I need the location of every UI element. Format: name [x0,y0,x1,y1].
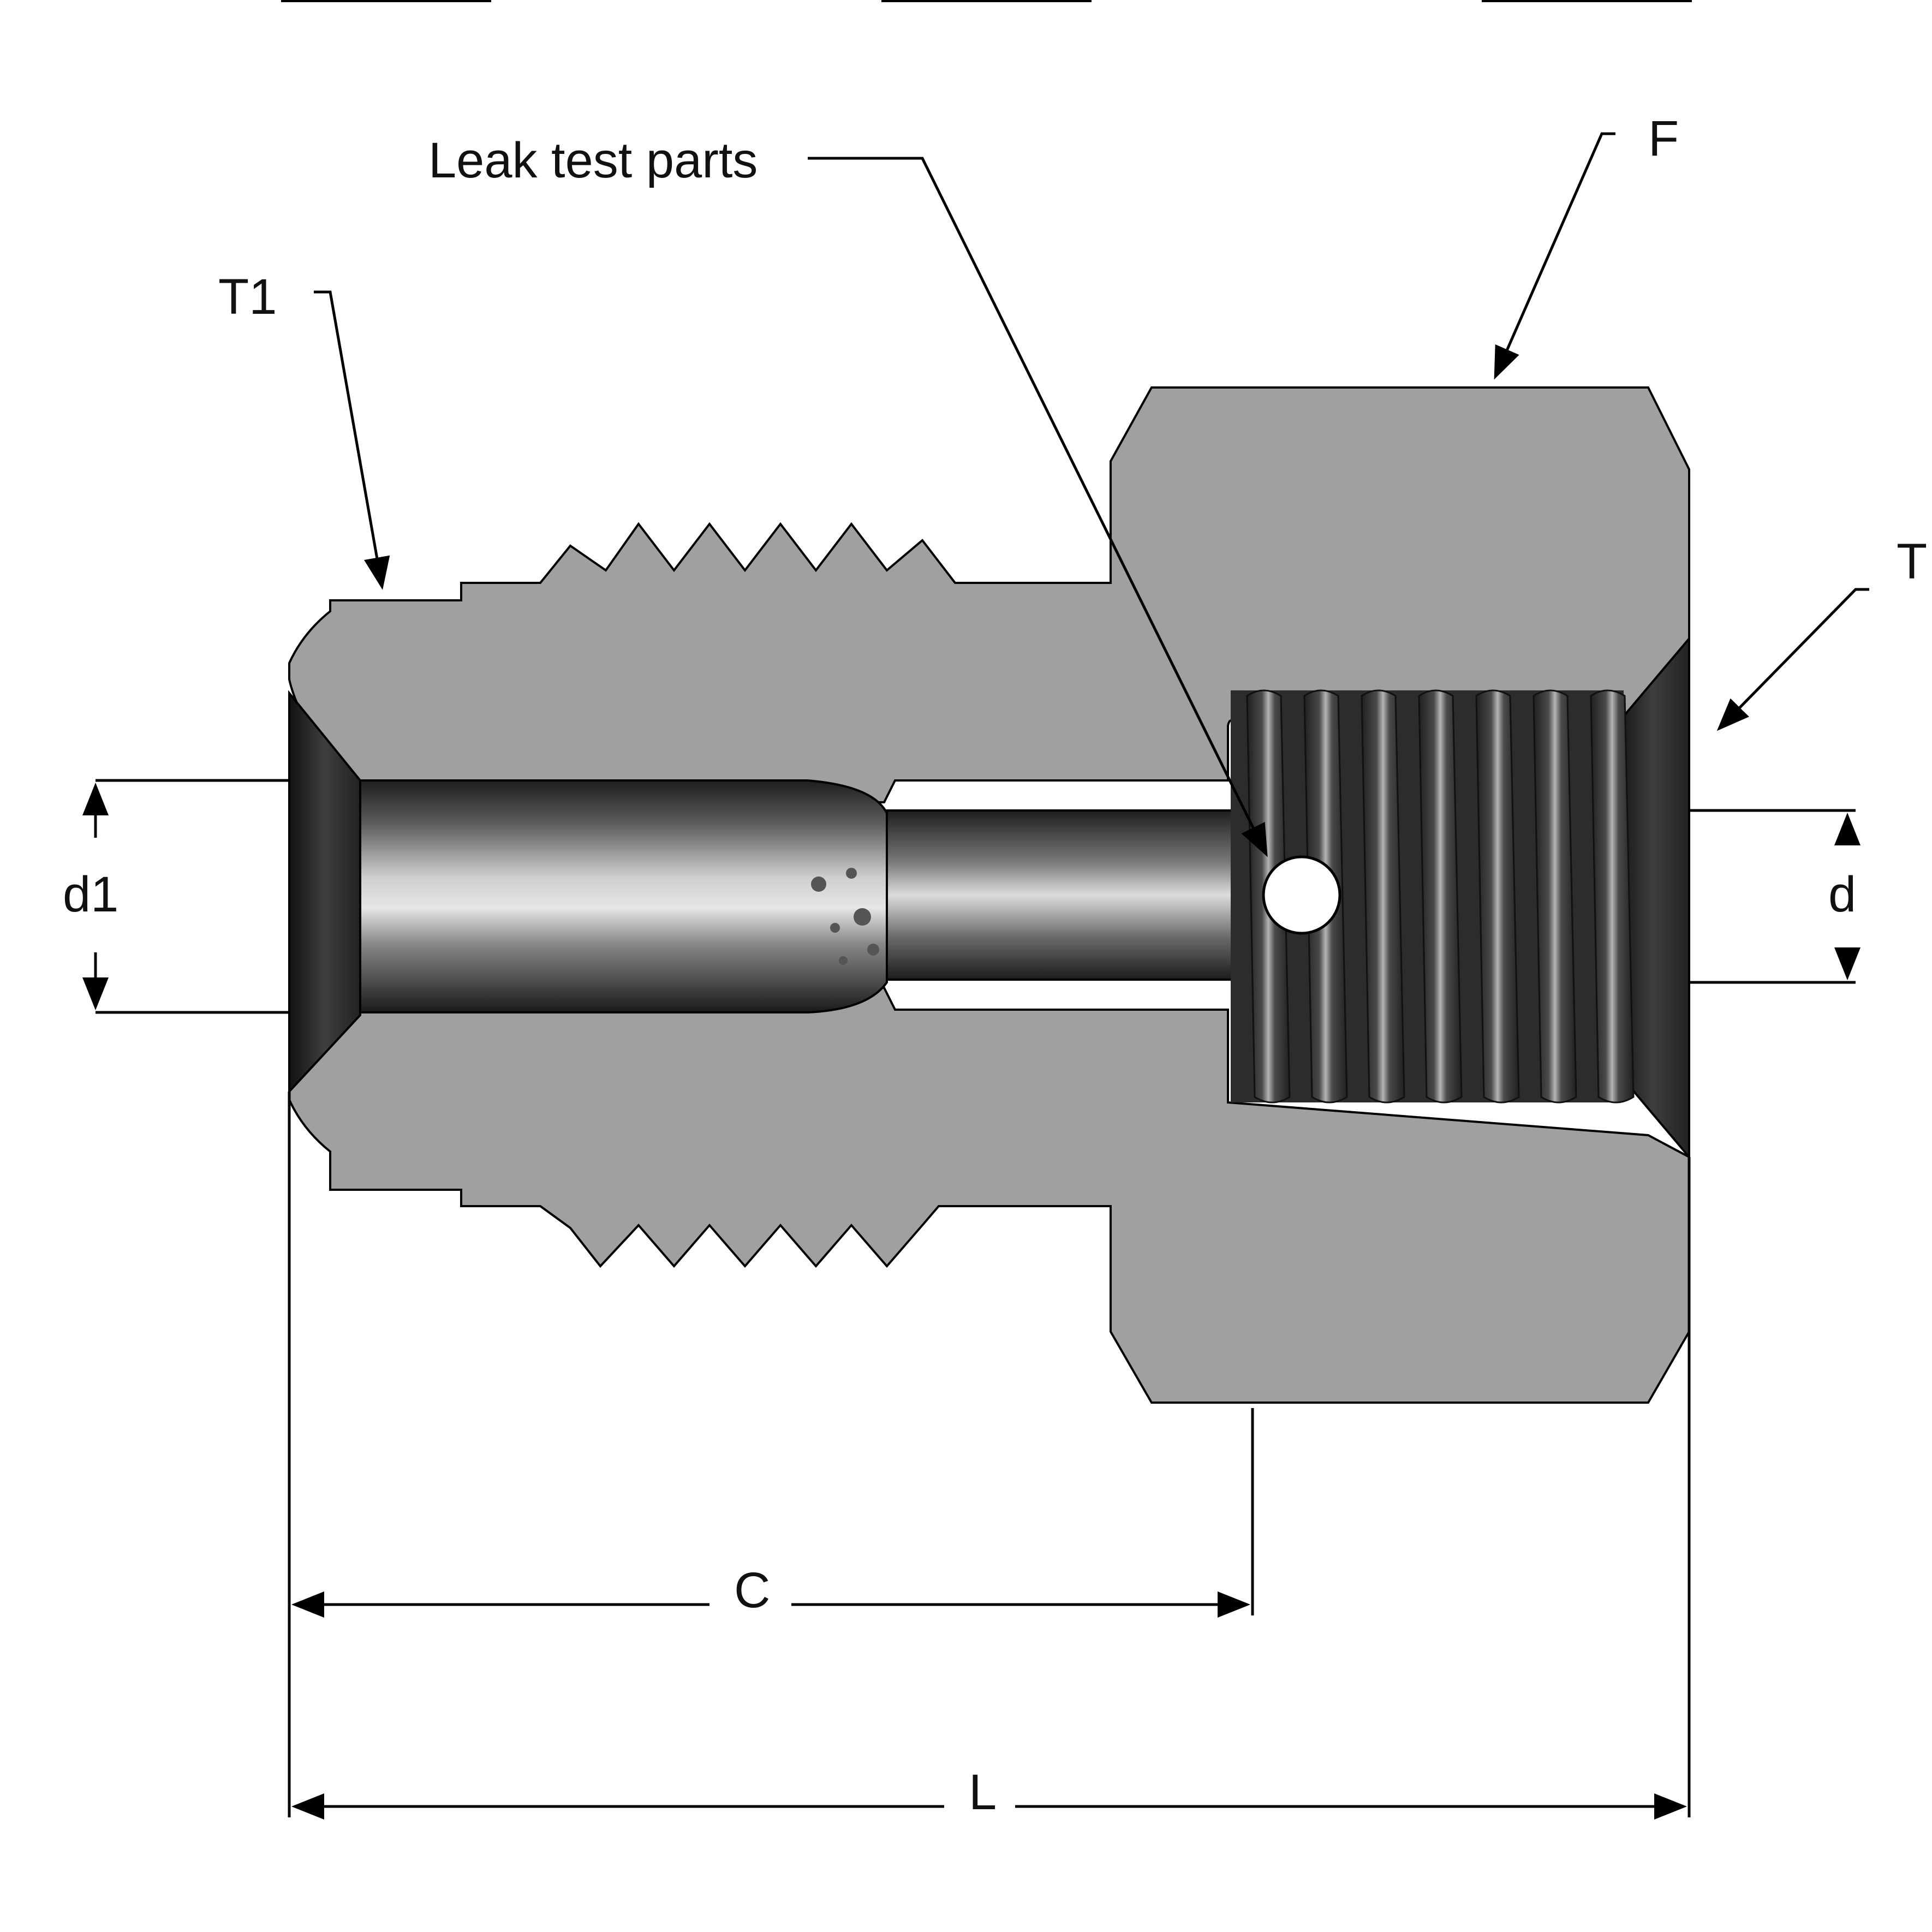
t1-label: T1 [218,269,277,325]
d-label: d [1828,867,1856,922]
leak-test-leader [808,157,1268,857]
l-label: L [969,1764,997,1820]
bore-surface-texture [811,868,879,965]
thread-ridge [1533,689,1577,1104]
thread-ridge [1361,689,1405,1104]
dimension-d1 [82,779,289,1014]
t-leader [1716,588,1869,731]
leader-lines [314,132,1869,857]
thread-ridge [1418,689,1463,1104]
thread-ridge [1475,689,1520,1104]
d1-label: d1 [63,867,118,922]
t1-leader [314,290,390,590]
leak-test-label: Leak test parts [428,133,758,188]
c-label: C [734,1563,770,1618]
dimension-l [291,1157,1691,1820]
t-label: T [1897,534,1927,589]
thread-ridge [1590,689,1635,1104]
leak-test-hole [1262,855,1341,935]
small-bore [886,809,1248,981]
dimension-d [1689,809,1861,984]
f-label: F [1648,111,1679,166]
f-leader [1494,132,1615,380]
dimension-c [288,1092,1254,1817]
left-countersink [288,690,361,1095]
large-bore [359,779,888,1013]
